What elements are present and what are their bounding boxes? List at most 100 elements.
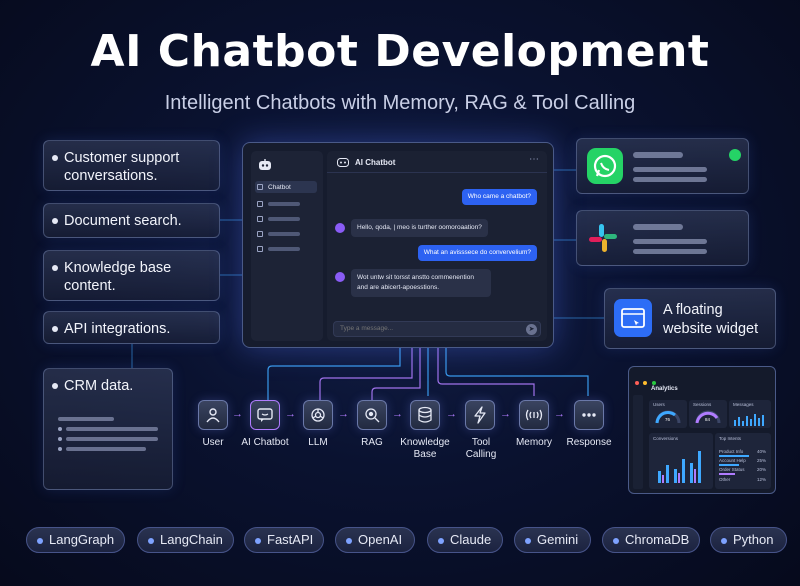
folder-icon xyxy=(257,231,263,237)
floating-widget-label: A floating website widget xyxy=(663,302,759,337)
window-dots xyxy=(635,372,656,390)
chat-icon xyxy=(257,184,263,190)
more-icon xyxy=(582,413,596,417)
arrow-right-icon: → xyxy=(285,408,296,420)
intent-value: 40% xyxy=(757,449,767,454)
bot-message: Hello, qoda, | meo is turther oomoroaati… xyxy=(351,219,488,237)
use-case-customer-support: Customer support conversations. xyxy=(43,140,220,191)
tech-label: LangGraph xyxy=(49,532,115,547)
placeholder-line xyxy=(633,249,707,254)
intent-value: 20% xyxy=(757,467,767,472)
chat-window: Chatbot AI Chatbot ⋯ Who came a chatbot?… xyxy=(242,142,554,348)
list-dot xyxy=(58,427,62,431)
panel-title: Messages xyxy=(733,402,754,407)
intent-bar xyxy=(719,464,739,466)
whatsapp-card xyxy=(576,138,749,194)
slack-card xyxy=(576,210,749,266)
user-message: What an avisssece do convervelium? xyxy=(417,245,537,261)
sidebar-item[interactable] xyxy=(257,228,300,240)
arrow-right-icon: → xyxy=(554,408,565,420)
sessions-panel: Sessions 84 xyxy=(689,400,727,428)
memory-icon xyxy=(525,409,543,421)
tech-pill-gemini: Gemini xyxy=(514,527,591,553)
pipeline-label: RAG xyxy=(361,437,383,448)
tech-pill-chromadb: ChromaDB xyxy=(602,527,700,553)
panel-title: Conversions xyxy=(653,436,679,441)
pipeline-label: Response xyxy=(566,437,612,448)
gauge-value: 76 xyxy=(665,417,671,422)
pipeline-label: Tool Calling xyxy=(465,437,497,460)
placeholder-line xyxy=(633,152,683,158)
tech-pill-python: Python xyxy=(710,527,787,553)
bot-logo-icon xyxy=(259,159,271,170)
users-panel: Users 76 xyxy=(649,400,687,428)
sidebar-item-chatbot[interactable]: Chatbot xyxy=(255,181,317,193)
placeholder-line xyxy=(633,239,707,244)
tech-pill-openai: OpenAI xyxy=(335,527,415,553)
bot-avatar xyxy=(335,272,345,282)
user-message: Who came a chatbot? xyxy=(461,189,537,205)
placeholder-line xyxy=(268,217,300,221)
document-icon xyxy=(257,216,263,222)
intent-name: Account Help xyxy=(719,458,746,463)
sidebar-item[interactable] xyxy=(257,198,300,210)
user-icon xyxy=(206,408,220,423)
bot-avatar-icon xyxy=(337,158,349,167)
use-case-document-search: Document search. xyxy=(43,203,220,238)
placeholder-line xyxy=(58,417,114,421)
whatsapp-badge-icon xyxy=(729,149,741,161)
placeholder-line xyxy=(268,232,300,236)
message-input[interactable] xyxy=(340,325,510,332)
arrow-right-icon: → xyxy=(446,408,457,420)
intent-name: Product Info xyxy=(719,449,744,454)
close-dot-icon xyxy=(635,381,639,385)
sidebar-item[interactable] xyxy=(257,213,300,225)
list-dot xyxy=(58,437,62,441)
chat-sidebar: Chatbot xyxy=(251,151,323,341)
page-subtitle: Intelligent Chatbots with Memory, RAG & … xyxy=(164,92,636,114)
tech-pill-fastapi: FastAPI xyxy=(244,527,324,553)
tech-label: OpenAI xyxy=(358,532,403,547)
chat-header: AI Chatbot ⋯ xyxy=(327,151,547,173)
placeholder-line xyxy=(268,202,300,206)
pipeline-node-response xyxy=(574,400,604,430)
send-button[interactable]: ➤ xyxy=(526,324,537,335)
gauge-value: 84 xyxy=(705,417,711,422)
list-dot xyxy=(58,447,62,451)
maximize-dot-icon xyxy=(651,381,656,385)
pipeline-label: Memory xyxy=(515,437,553,448)
intent-value: 12% xyxy=(757,477,767,482)
pipeline-label: LLM xyxy=(308,437,328,448)
arrow-right-icon: → xyxy=(392,408,403,420)
sidebar-item[interactable] xyxy=(257,243,300,255)
pipeline-node-memory xyxy=(519,400,549,430)
placeholder-line xyxy=(633,177,707,182)
tech-label: ChromaDB xyxy=(625,532,690,547)
tech-pill-claude: Claude xyxy=(427,527,503,553)
chat-input-box[interactable]: ➤ xyxy=(333,321,541,337)
tech-pill-langgraph: LangGraph xyxy=(26,527,125,553)
bar-chart xyxy=(734,414,764,426)
pipeline-node-rag xyxy=(357,400,387,430)
use-case-api-integrations: API integrations. xyxy=(43,311,220,344)
openai-icon xyxy=(311,408,325,422)
more-options-icon[interactable]: ⋯ xyxy=(529,154,539,165)
database-icon xyxy=(418,406,432,423)
use-case-label: API integrations. xyxy=(64,321,171,337)
slack-icon xyxy=(589,224,617,252)
gauge-chart xyxy=(695,410,721,424)
intent-value: 25% xyxy=(757,458,767,463)
panel-title: Sessions xyxy=(693,402,712,407)
placeholder-line xyxy=(66,427,158,431)
intent-bar xyxy=(719,473,735,475)
browser-window-icon xyxy=(614,299,652,337)
placeholder-line xyxy=(66,447,146,451)
conversions-panel: Conversions xyxy=(649,433,713,489)
pipeline-node-knowledge-base xyxy=(410,400,440,430)
intent-name: Order Status xyxy=(719,467,745,472)
use-case-knowledge-base: Knowledge base content. xyxy=(43,250,220,301)
placeholder-line xyxy=(66,437,158,441)
rag-icon xyxy=(365,408,380,423)
tech-label: FastAPI xyxy=(267,532,314,547)
dashboard-sidebar xyxy=(633,395,643,489)
